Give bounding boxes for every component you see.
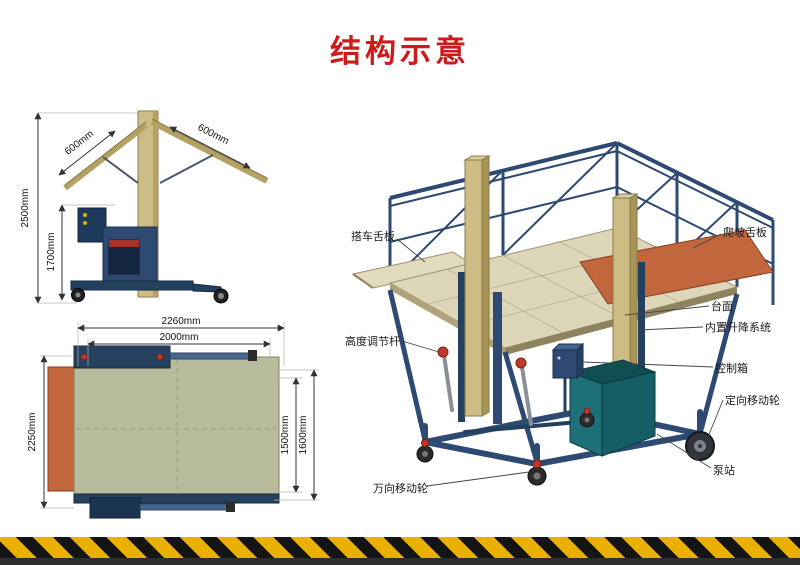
dim-total-width: 2260mm [162,316,201,327]
side-wing-plates [63,118,269,191]
iso-view-drawing: 搭车舌板 爬坡舌板 台面 内置升降系统 高度调节杆 控制箱 定向移动轮 泵站 万… [345,141,780,495]
support-struts [387,289,740,463]
label-swivel-wheel: 万向移动轮 [373,481,428,495]
left-mast [463,155,491,417]
plan-platform-deck [73,356,280,503]
plan-dimensions: 2260mm 2000mm 2250mm 1500mm 1600mm [27,316,319,509]
dim-inner-depth: 1500mm [280,416,291,455]
plan-base-machine [73,345,257,369]
dim-outer-depth: 1600mm [298,416,309,455]
label-ramp-plate: 爬坡舌板 [723,225,767,239]
label-pump-station: 泵站 [713,463,735,477]
label-fixed-wheel: 定向移动轮 [725,393,780,407]
guard-rails [388,141,775,305]
side-view-drawing: 2500mm 1700mm 600mm 600mm [20,110,269,304]
dim-total-depth: 2250mm [27,413,38,452]
base-frame [422,407,703,467]
side-extension-lines [38,112,143,304]
label-table-top: 台面 [711,299,733,313]
hazard-stripe-band [0,537,800,558]
plan-view-drawing: 2260mm 2000mm 2250mm 1500mm 1600mm [27,316,319,519]
bottom-dark-bar [0,558,800,565]
plan-bottom-rail [73,493,280,519]
callout-labels: 搭车舌板 爬坡舌板 台面 内置升降系统 高度调节杆 控制箱 定向移动轮 泵站 万… [345,225,780,495]
dim-inner-width: 2000mm [160,332,199,343]
dim-mast-height: 1700mm [46,233,57,272]
wheels [416,407,715,486]
dim-left-wing: 600mm [63,128,96,157]
pump-station [568,359,657,457]
label-control-box: 控制箱 [715,361,748,375]
side-base-machine [70,207,229,304]
control-box [551,342,585,412]
height-adjust-rods [437,346,533,426]
leader-lines [396,233,724,487]
dim-right-wing: 600mm [196,122,231,147]
label-height-rod: 高度调节杆 [345,334,400,348]
label-lip-plate: 搭车舌板 [351,229,395,243]
dim-total-height: 2500mm [20,189,31,228]
lift-columns [458,262,645,424]
page-title: 结构示意 [330,34,470,69]
label-lift-system: 内置升降系统 [705,320,771,334]
